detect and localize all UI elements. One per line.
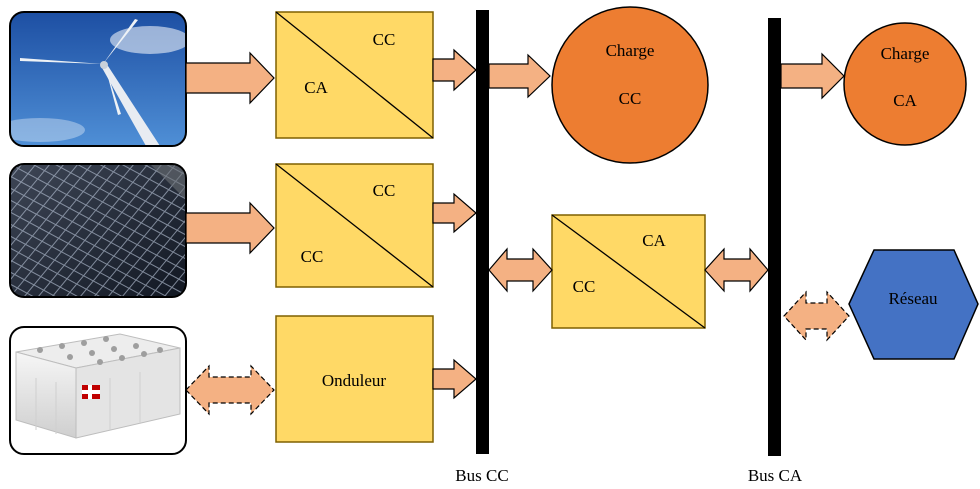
grid-label: Réseau bbox=[888, 289, 938, 308]
arrow-inverter-ac-bus-bidirectional bbox=[704, 247, 769, 293]
converter-inverter-top-label: CA bbox=[642, 231, 666, 250]
arrow-wind-converter-to-dc-bus bbox=[432, 48, 477, 92]
arrow-onduleur-to-dc-bus bbox=[432, 358, 477, 400]
arrow-wind-to-converter bbox=[185, 51, 275, 105]
grid-hexagon: Réseau bbox=[848, 249, 979, 360]
arrow-battery-onduleur-bidirectional bbox=[185, 364, 275, 416]
converter-battery-onduleur: Onduleur bbox=[275, 315, 434, 443]
dc-load-line2: CC bbox=[619, 89, 642, 108]
arrow-solar-converter-to-dc-bus bbox=[432, 192, 477, 234]
converter-battery-label: Onduleur bbox=[322, 371, 387, 390]
solar-panel-image bbox=[9, 163, 187, 298]
dc-bus-bar bbox=[476, 10, 489, 454]
converter-solar-bottom-label: CC bbox=[301, 247, 324, 266]
arrow-solar-to-converter bbox=[185, 201, 275, 255]
dc-bus-label: Bus CC bbox=[455, 466, 508, 485]
converter-wind-acdc: CC CA bbox=[275, 11, 434, 139]
ac-bus-bar bbox=[768, 18, 781, 456]
arrow-ac-bus-to-ac-load bbox=[780, 52, 845, 100]
battery-bank-image bbox=[9, 326, 187, 455]
converter-inverter-dcac: CA CC bbox=[551, 214, 706, 329]
ac-load-circle: Charge CA bbox=[843, 22, 967, 146]
converter-solar-top-label: CC bbox=[373, 181, 396, 200]
converter-inverter-bottom-label: CC bbox=[573, 277, 596, 296]
arrow-dc-bus-inverter-bidirectional bbox=[488, 247, 553, 293]
dc-load-circle: Charge CC bbox=[551, 6, 709, 164]
arrow-ac-bus-grid-bidirectional bbox=[783, 290, 850, 342]
converter-wind-top-label: CC bbox=[373, 30, 396, 49]
dc-load-line1: Charge bbox=[606, 41, 655, 60]
ac-bus-label: Bus CA bbox=[748, 466, 803, 485]
ac-load-line2: CA bbox=[893, 91, 917, 110]
arrow-dc-bus-to-dc-load bbox=[488, 53, 551, 99]
wind-turbine-image bbox=[9, 11, 187, 147]
converter-solar-dcdc: CC CC bbox=[275, 163, 434, 288]
converter-wind-bottom-label: CA bbox=[304, 78, 328, 97]
ac-load-line1: Charge bbox=[881, 44, 930, 63]
